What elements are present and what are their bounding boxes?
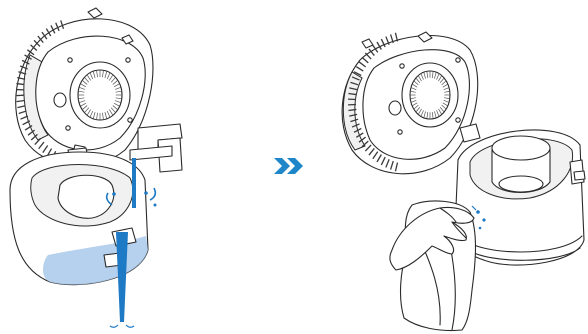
- step-rinse-illustration: [10, 8, 182, 327]
- double-chevron-right-icon: [274, 158, 303, 174]
- lid-left: [16, 8, 153, 167]
- faucet-icon: [130, 124, 182, 172]
- hand-with-cloth: [390, 201, 486, 331]
- step-wipe-illustration: [342, 32, 585, 331]
- lid-right: [342, 32, 478, 174]
- hinge-right: [460, 124, 480, 142]
- cup-left: [10, 152, 148, 285]
